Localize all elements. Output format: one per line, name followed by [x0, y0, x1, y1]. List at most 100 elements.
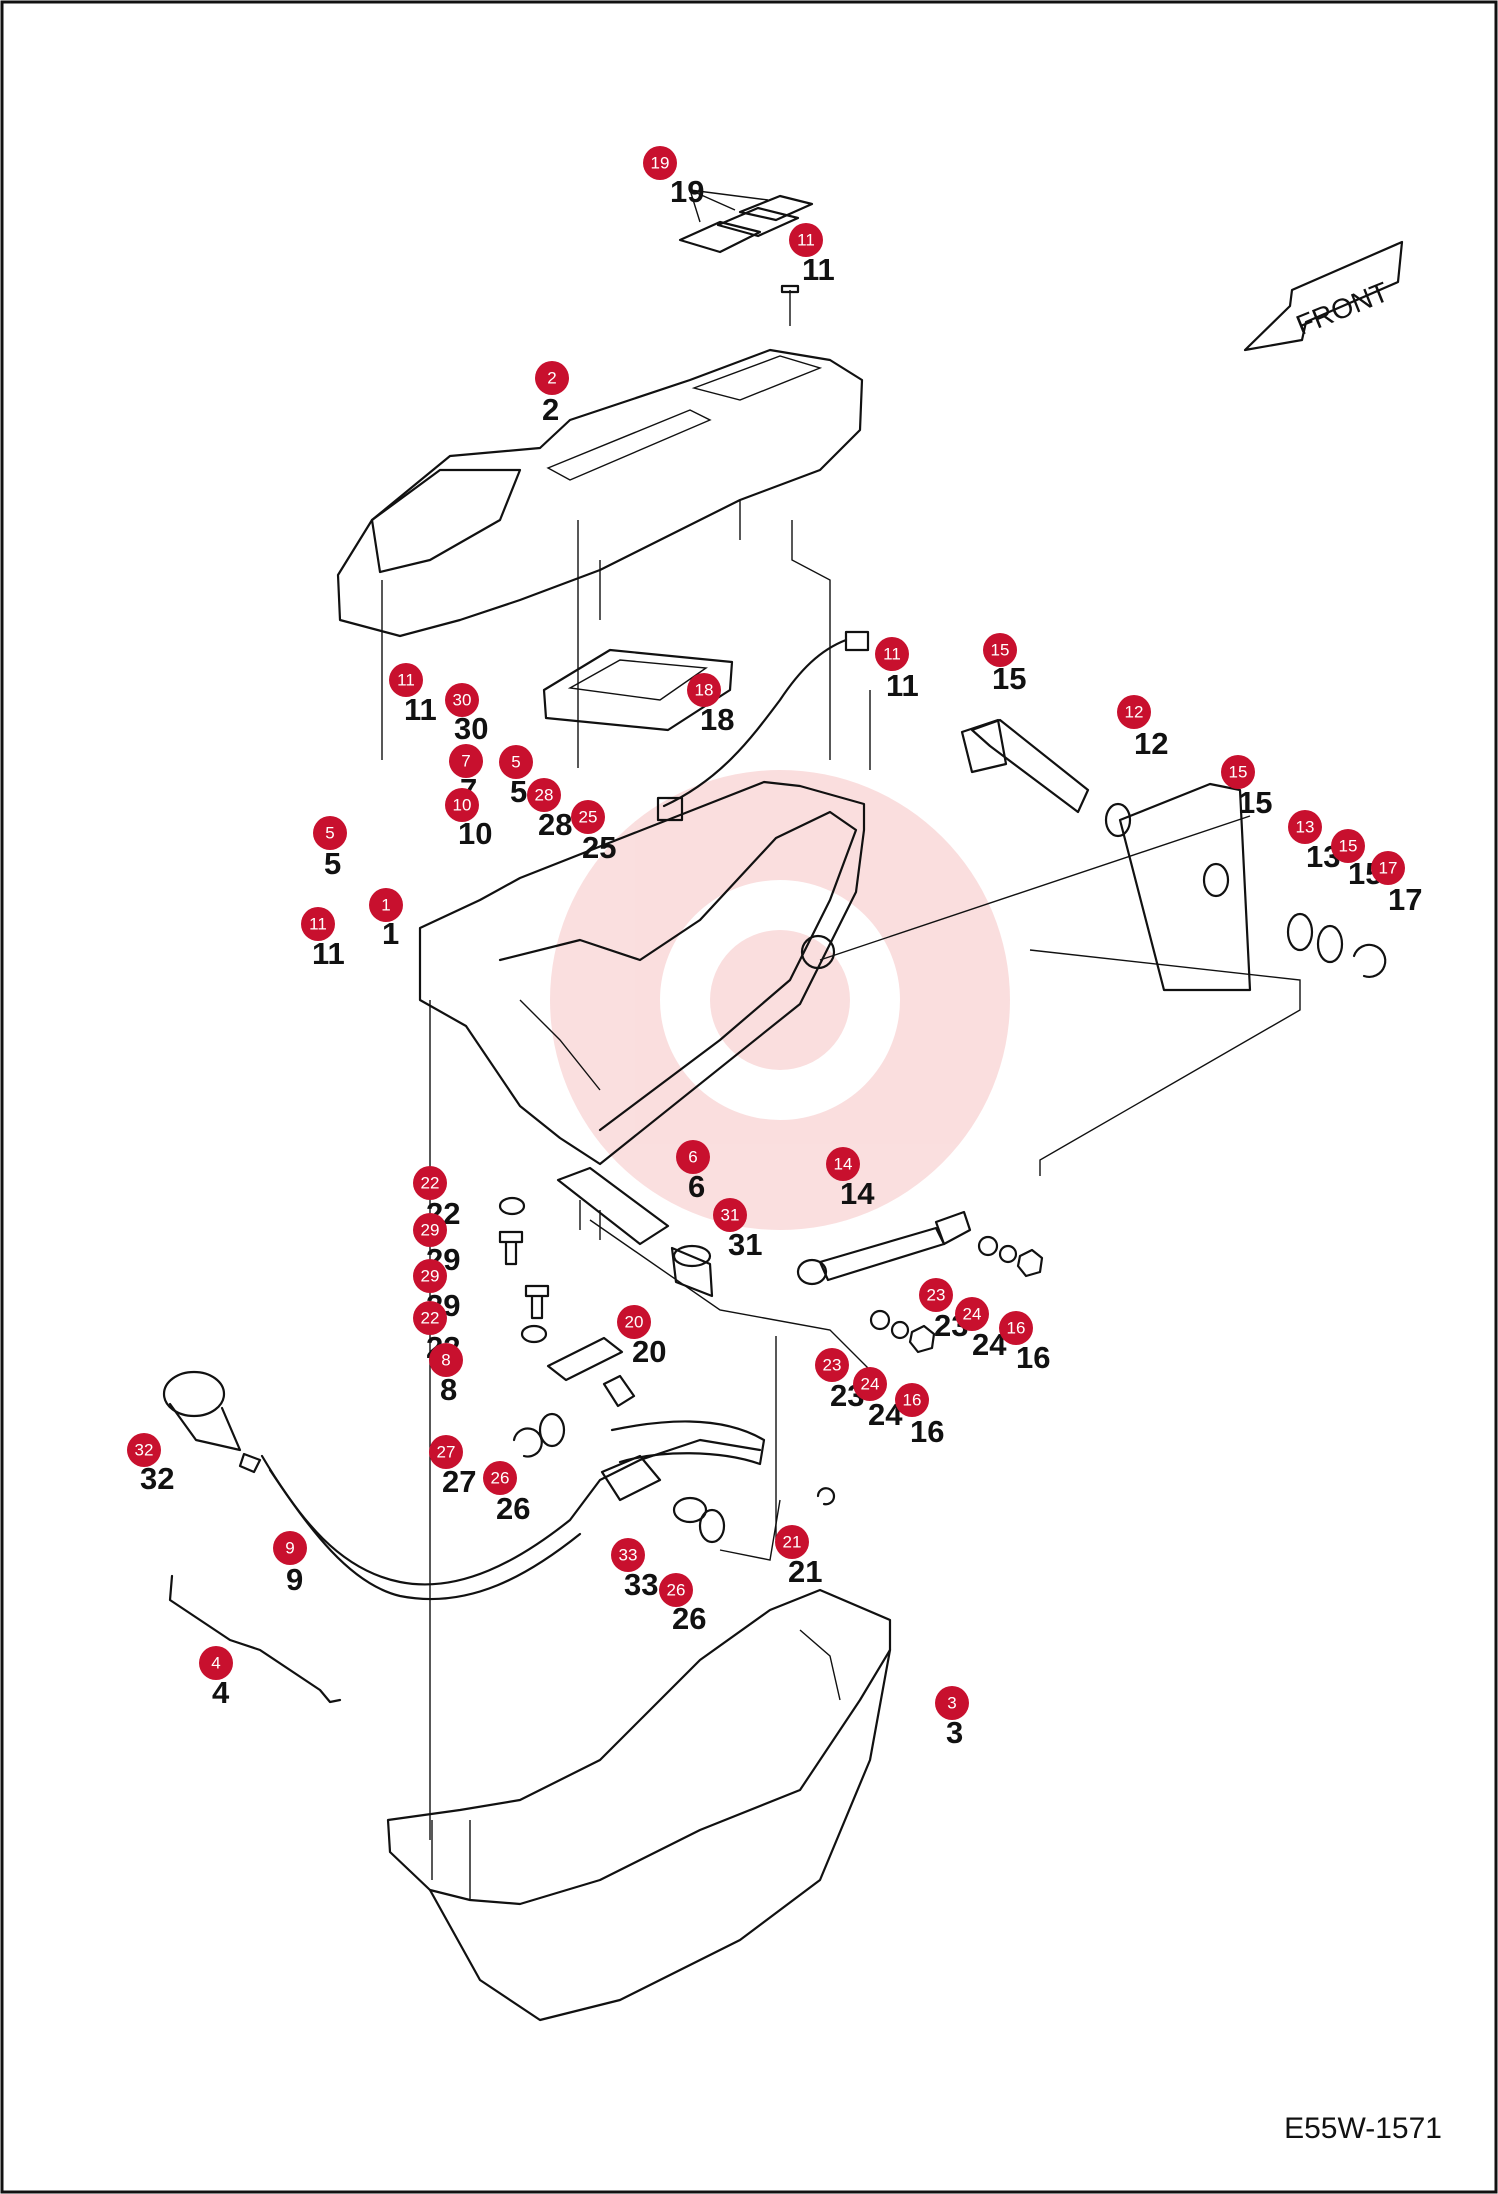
part-number-label: 31 — [728, 1227, 762, 1262]
callout-badge-number: 9 — [285, 1539, 294, 1558]
part-number-label: 19 — [670, 174, 704, 209]
svg-text:FRONT: FRONT — [1292, 276, 1393, 341]
part-number-label: 1 — [382, 916, 399, 951]
callout-badge — [483, 1461, 517, 1495]
callout-badge — [919, 1278, 953, 1312]
callout-badge — [775, 1525, 809, 1559]
callout-badge-number: 5 — [511, 753, 520, 772]
callout-badge — [895, 1383, 929, 1417]
callout-badge-number: 24 — [963, 1305, 982, 1324]
callout-5: 55 — [499, 745, 533, 809]
part-number-label: 12 — [1134, 726, 1168, 761]
callout-badge-number: 23 — [927, 1286, 946, 1305]
part-number-label: 11 — [802, 252, 835, 287]
callout-badge-number: 28 — [535, 786, 554, 805]
callout-badge — [571, 800, 605, 834]
guide-lines — [381, 520, 871, 1840]
callout-badge — [301, 907, 335, 941]
callout-badge — [789, 223, 823, 257]
callout-badge — [1331, 829, 1365, 863]
callout-badge-number: 6 — [688, 1148, 697, 1167]
callout-badge-number: 1 — [381, 896, 390, 915]
callout-badge-number: 5 — [325, 824, 334, 843]
callout-badge-number: 33 — [619, 1546, 638, 1565]
callout-badge — [983, 633, 1017, 667]
callout-badge — [875, 637, 909, 671]
callout-badge — [429, 1343, 463, 1377]
part-19-covers — [678, 189, 814, 326]
front-arrow-icon: FRONT — [1243, 240, 1404, 352]
callout-badge — [369, 888, 403, 922]
callout-badge-number: 17 — [1379, 859, 1398, 878]
part-14-gas-spring — [796, 1210, 1044, 1354]
callout-badge — [535, 361, 569, 395]
callout-badge — [499, 745, 533, 779]
part-number-label: 5 — [324, 846, 341, 881]
callout-badge — [429, 1435, 463, 1469]
callout-badge-number: 13 — [1296, 818, 1315, 837]
callout-3: 33 — [935, 1686, 969, 1750]
callout-badge-number: 16 — [1007, 1319, 1026, 1338]
callout-badge — [1221, 755, 1255, 789]
part-18-harness — [656, 630, 870, 822]
part-number-label: 21 — [788, 1554, 822, 1589]
callout-2: 22 — [535, 361, 569, 427]
callout-badge-number: 15 — [1229, 763, 1248, 782]
part-6-bracket — [556, 1166, 670, 1246]
callout-6: 66 — [676, 1140, 710, 1204]
part-number-label: 26 — [496, 1491, 530, 1526]
callout-badge-number: 14 — [834, 1155, 853, 1174]
callout-badge — [935, 1686, 969, 1720]
callout-badge-number: 31 — [721, 1206, 740, 1225]
callout-badge-number: 11 — [309, 915, 327, 934]
part-32-knob — [162, 1370, 262, 1474]
callout-badge — [449, 744, 483, 778]
callout-badge — [713, 1198, 747, 1232]
callout-badge-number: 26 — [667, 1581, 686, 1600]
part-4-rod — [168, 1574, 342, 1704]
part-number-label: 15 — [992, 661, 1026, 696]
callout-badge-number: 32 — [135, 1441, 154, 1460]
callout-badge — [853, 1367, 887, 1401]
callout-badge-number: 3 — [947, 1694, 956, 1713]
callout-badge — [527, 778, 561, 812]
part-number-label: 3 — [946, 1715, 963, 1750]
part-number-label: 27 — [442, 1464, 476, 1499]
part-number-label: 16 — [910, 1414, 944, 1449]
callout-9: 99 — [273, 1531, 307, 1597]
callout-4: 44 — [199, 1646, 233, 1710]
callout-badge — [687, 673, 721, 707]
callout-badge — [999, 1311, 1033, 1345]
part-15-pin-assembly — [819, 718, 1387, 1176]
callout-badge-number: 12 — [1125, 703, 1144, 722]
part-number-label: 4 — [212, 1675, 230, 1710]
part-number-label: 30 — [454, 711, 488, 746]
callout-badge-number: 26 — [491, 1469, 510, 1488]
callout-badge-number: 8 — [441, 1351, 450, 1370]
callout-badge-number: 4 — [211, 1654, 220, 1673]
part-number-label: 26 — [672, 1601, 706, 1636]
part-number-label: 15 — [1238, 785, 1272, 820]
part-number-label: 2 — [542, 392, 559, 427]
callout-badge — [643, 146, 677, 180]
callout-badge — [273, 1531, 307, 1565]
